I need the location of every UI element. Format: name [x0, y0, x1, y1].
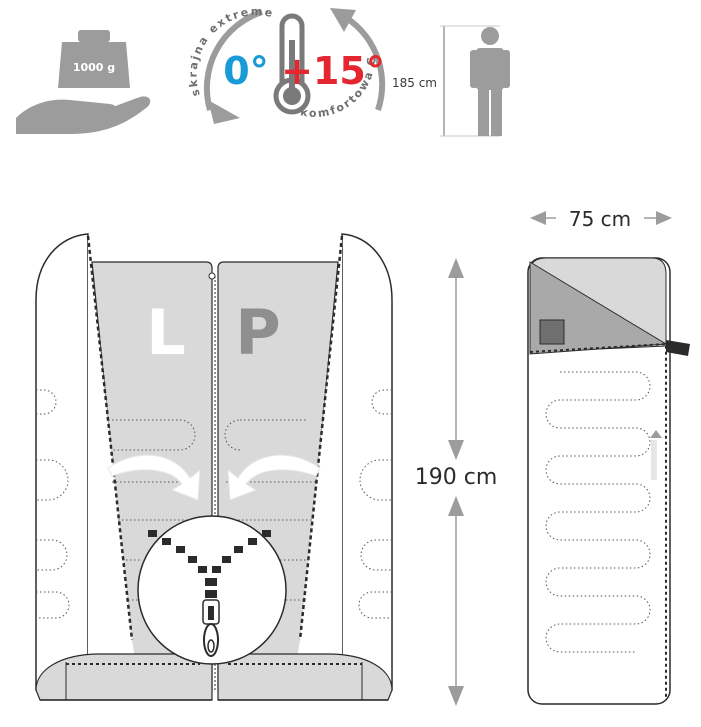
weight-icon: 1000 g: [16, 30, 151, 134]
zip-pull-icon: [666, 340, 690, 356]
right-bag-label: P: [235, 296, 280, 369]
person-icon: [470, 27, 510, 136]
two-bag-zip-diagram: L P: [35, 233, 393, 701]
hand-icon: [16, 96, 151, 134]
extreme-temperature-value: 0°: [223, 49, 268, 93]
brand-logo-icon: [650, 430, 662, 438]
weight-label: 1000 g: [73, 61, 115, 74]
width-label: 75 cm: [569, 207, 631, 231]
comfort-temperature-value: +15°: [281, 49, 385, 93]
left-outer-flap: [35, 233, 89, 691]
zipper-detail-icon: [137, 515, 287, 665]
length-dimension: 190 cm: [415, 258, 498, 706]
height-icon: 185 cm: [392, 25, 510, 137]
width-dimension: 75 cm: [530, 207, 672, 231]
height-label: 185 cm: [392, 76, 437, 90]
single-bag-top-view: [527, 257, 690, 705]
left-bag-label: L: [146, 296, 186, 369]
right-outer-flap: [341, 233, 393, 691]
thermometer-icon: [273, 13, 311, 115]
length-label: 190 cm: [415, 465, 498, 490]
join-arrows-icon: [107, 454, 321, 501]
